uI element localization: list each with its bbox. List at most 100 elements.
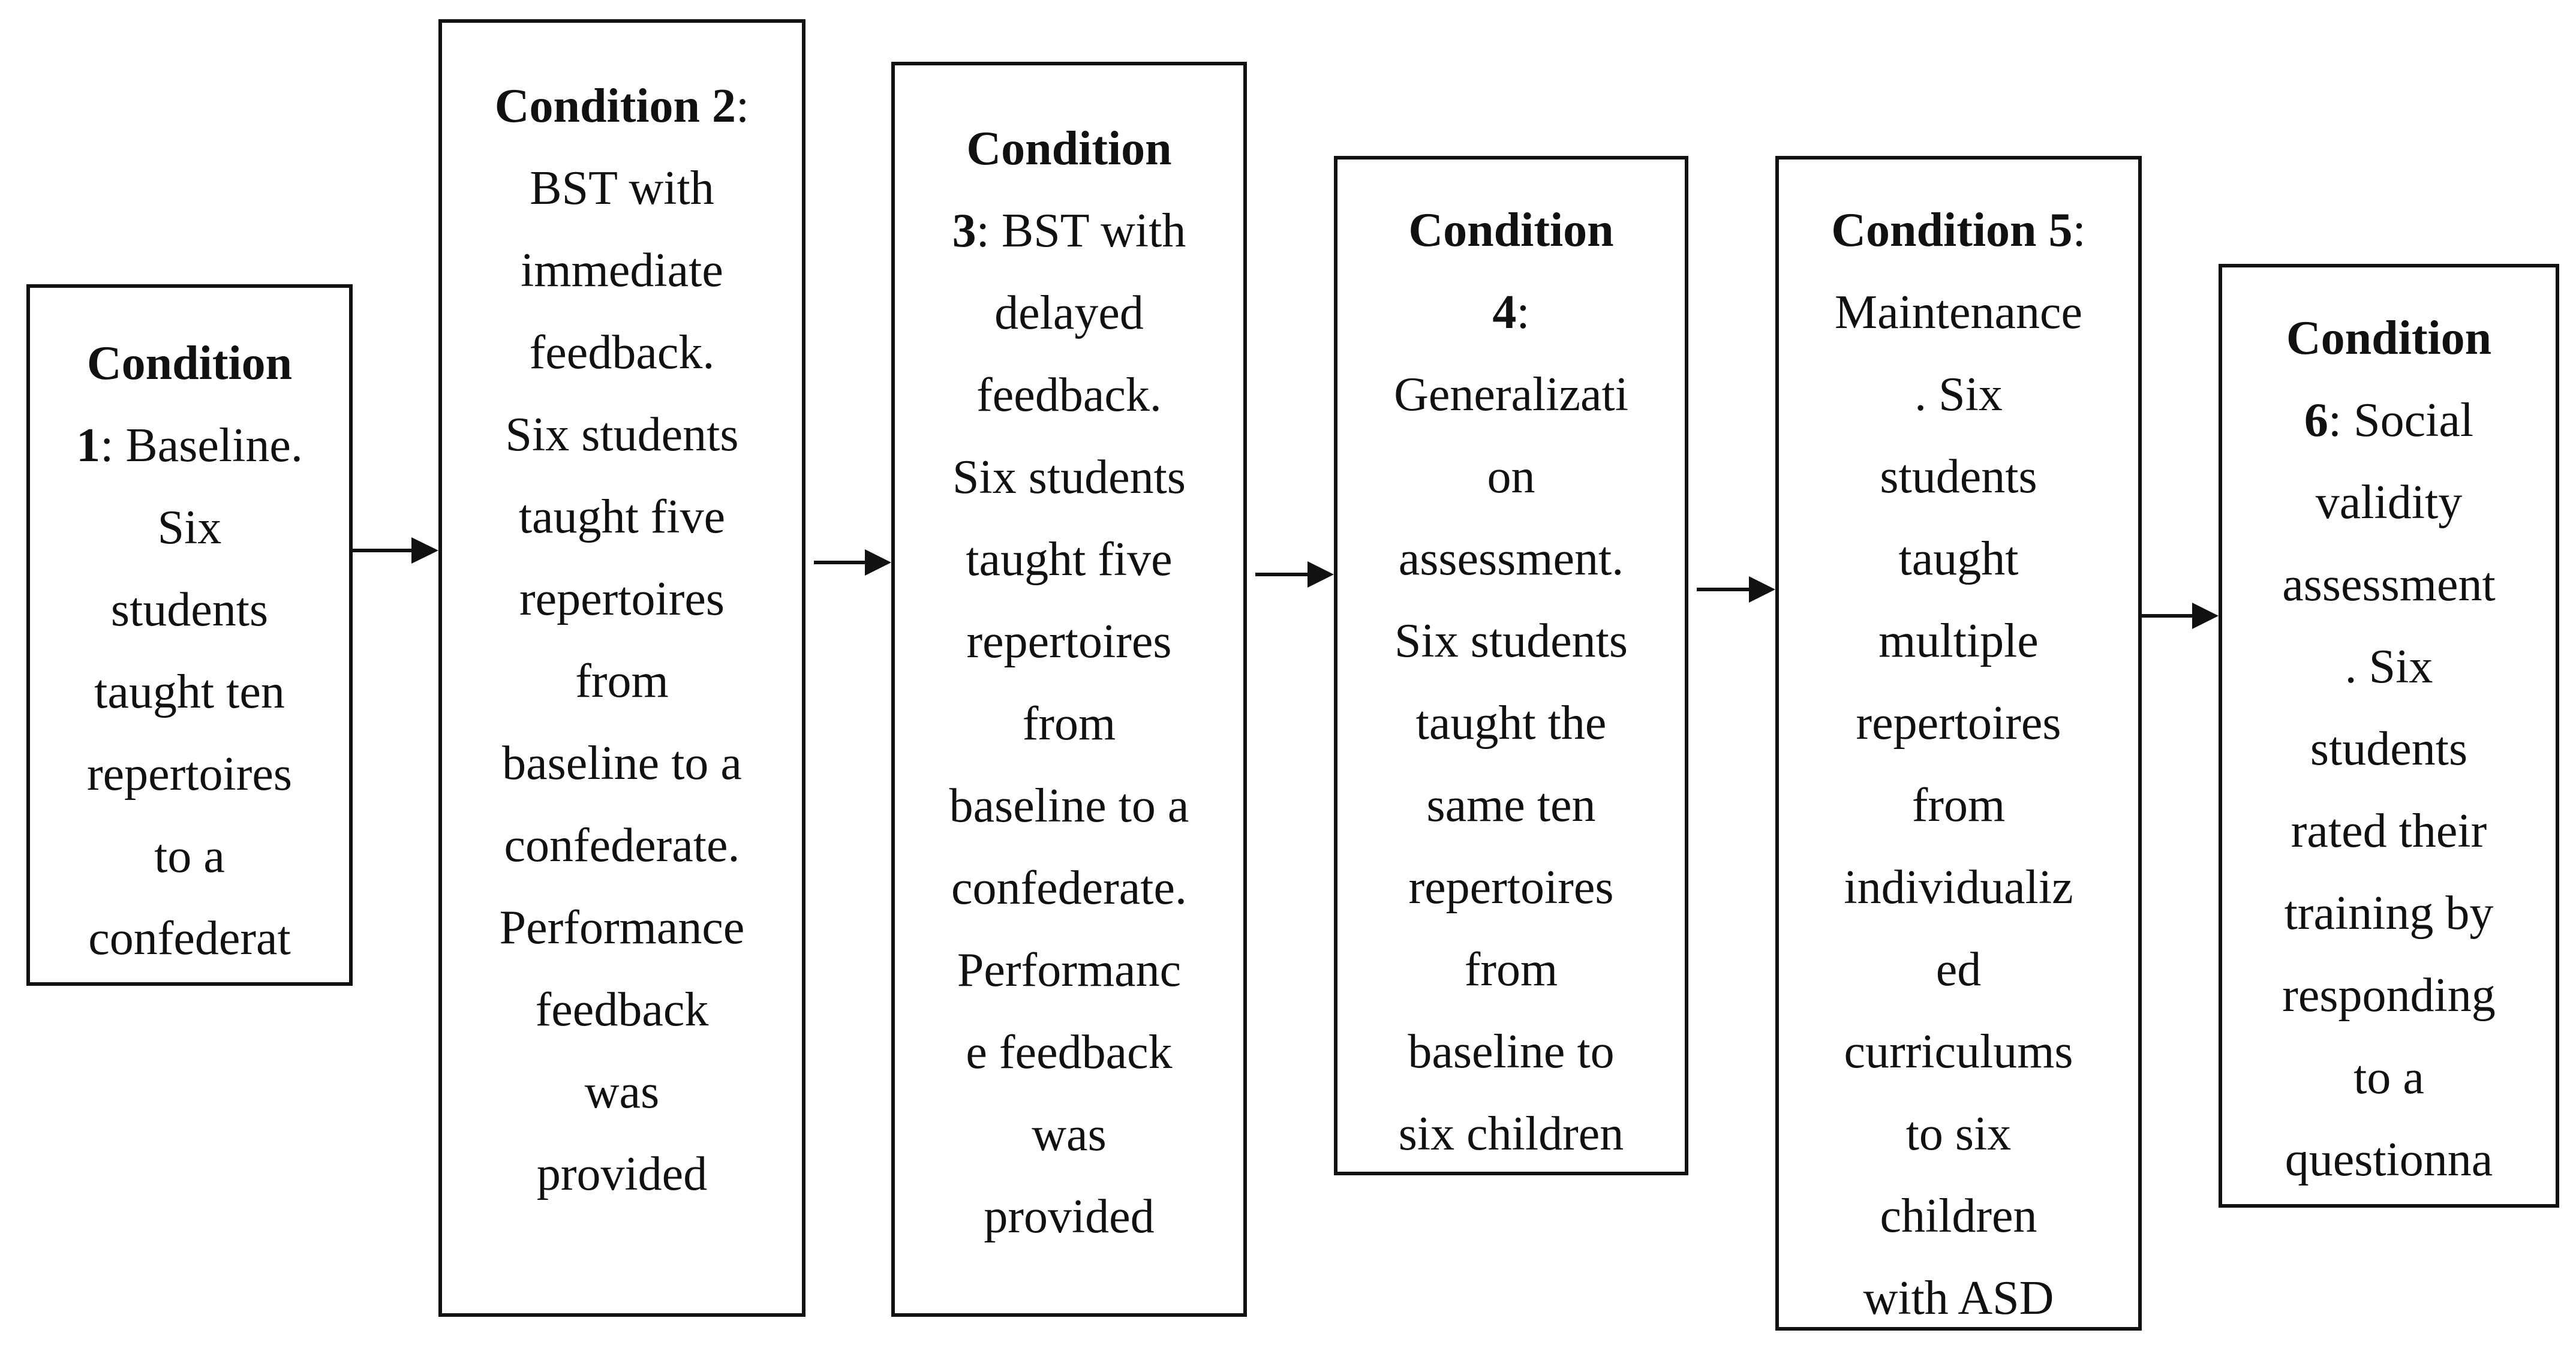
condition-2-line: taught five [442, 476, 802, 558]
condition-5-line: to six [1779, 1093, 2138, 1175]
condition-2-line: from [442, 640, 802, 723]
condition-text: children [1880, 1190, 2037, 1242]
condition-text: students [2310, 723, 2468, 775]
condition-text: from [575, 655, 669, 708]
condition-4-line: Generalizati [1337, 354, 1685, 436]
condition-text: confederate. [951, 862, 1188, 914]
condition-text: taught the [1415, 697, 1607, 750]
condition-5-line: Condition 5: [1779, 189, 2138, 272]
condition-5-line: students [1779, 436, 2138, 518]
condition-text: : BST with [976, 204, 1186, 257]
condition-4-line: repertoires [1337, 847, 1685, 929]
condition-text: Maintenance [1834, 286, 2083, 339]
condition-4-line: 4: [1337, 272, 1685, 354]
condition-3-line: e feedback [895, 1012, 1243, 1094]
condition-3-line: confederate. [895, 847, 1243, 929]
condition-text: Performanc [957, 944, 1182, 997]
condition-3-line: baseline to a [895, 765, 1243, 847]
condition-label: 4 [1492, 286, 1517, 339]
condition-1-line: 1: Baseline. [30, 405, 349, 487]
condition-6-line: to a [2222, 1037, 2556, 1119]
condition-label: Condition [86, 337, 293, 390]
arrow-3-to-4 [1255, 561, 1334, 588]
condition-4-line: taught the [1337, 682, 1685, 765]
condition-2-line: Six students [442, 394, 802, 476]
condition-6-line: 6: Social [2222, 380, 2556, 462]
condition-text: provided [984, 1190, 1155, 1243]
condition-text: students [110, 583, 269, 636]
condition-text: questionna [2285, 1133, 2493, 1186]
condition-3-line: 3: BST with [895, 190, 1243, 272]
condition-6-line: training by [2222, 872, 2556, 955]
condition-3-line: repertoires [895, 601, 1243, 683]
condition-5-line: from [1779, 765, 2138, 847]
condition-4-line: from [1337, 929, 1685, 1011]
condition-text: six children [1398, 1108, 1624, 1160]
condition-text: individualiz [1844, 861, 2073, 914]
condition-2-line: baseline to a [442, 723, 802, 805]
condition-4-line: Six students [1337, 600, 1685, 682]
condition-text: ed [1935, 943, 1982, 996]
arrow-1-to-2 [353, 537, 438, 564]
condition-text: repertoires [86, 748, 293, 801]
condition-1-line: students [30, 569, 349, 651]
condition-label: 6 [2304, 394, 2328, 447]
condition-2-line: was [442, 1051, 802, 1133]
condition-text: with ASD [1863, 1272, 2054, 1325]
condition-text: same ten [1426, 779, 1596, 832]
condition-6-line: rated their [2222, 790, 2556, 872]
condition-text: : [1516, 286, 1530, 339]
condition-text: assessment. [1398, 532, 1624, 585]
condition-4-line: same ten [1337, 765, 1685, 847]
condition-text: Performance [499, 901, 745, 954]
condition-5-line: repertoires [1779, 682, 2138, 765]
condition-label: Condition 5 [1831, 204, 2073, 257]
condition-text: feedback. [976, 369, 1162, 422]
condition-3-line: provided [895, 1176, 1243, 1258]
condition-text: to a [154, 830, 225, 883]
condition-2-line: immediate [442, 230, 802, 312]
condition-3-line: was [895, 1094, 1243, 1176]
condition-1-line: repertoires [30, 733, 349, 816]
condition-label: Condition [2286, 312, 2492, 365]
condition-text: . Six [1914, 368, 2003, 421]
condition-4-line: assessment. [1337, 518, 1685, 600]
condition-5-line: . Six [1779, 354, 2138, 436]
condition-text: taught five [966, 533, 1173, 586]
condition-text: provided [536, 1148, 708, 1200]
condition-text: Six students [1394, 615, 1628, 667]
condition-3-line: delayed [895, 272, 1243, 354]
condition-6-line: . Six [2222, 626, 2556, 708]
condition-2-line: Performance [442, 887, 802, 969]
condition-text: baseline to [1408, 1025, 1615, 1078]
condition-text: was [584, 1066, 660, 1118]
condition-3-line: feedback. [895, 354, 1243, 437]
condition-text: BST with [530, 162, 714, 215]
condition-text: curriculums [1844, 1025, 2073, 1078]
condition-2-line: Condition 2: [442, 65, 802, 148]
condition-text: confederat [88, 912, 291, 965]
condition-text: . Six [2344, 640, 2433, 693]
condition-5-line: individualiz [1779, 847, 2138, 929]
condition-5-line: ed [1779, 929, 2138, 1011]
condition-text: to a [2353, 1051, 2424, 1104]
condition-6-line: responding [2222, 955, 2556, 1037]
condition-label: 1 [76, 419, 101, 472]
condition-label: Condition [966, 122, 1172, 175]
condition-3-line: Performanc [895, 929, 1243, 1012]
condition-6-line: students [2222, 708, 2556, 790]
condition-text: multiple [1878, 615, 2039, 667]
condition-text: training by [2284, 887, 2494, 940]
condition-2-line: feedback. [442, 312, 802, 394]
condition-1-line: to a [30, 816, 349, 898]
condition-5-line: taught [1779, 518, 2138, 600]
condition-text: Six students [952, 451, 1186, 504]
